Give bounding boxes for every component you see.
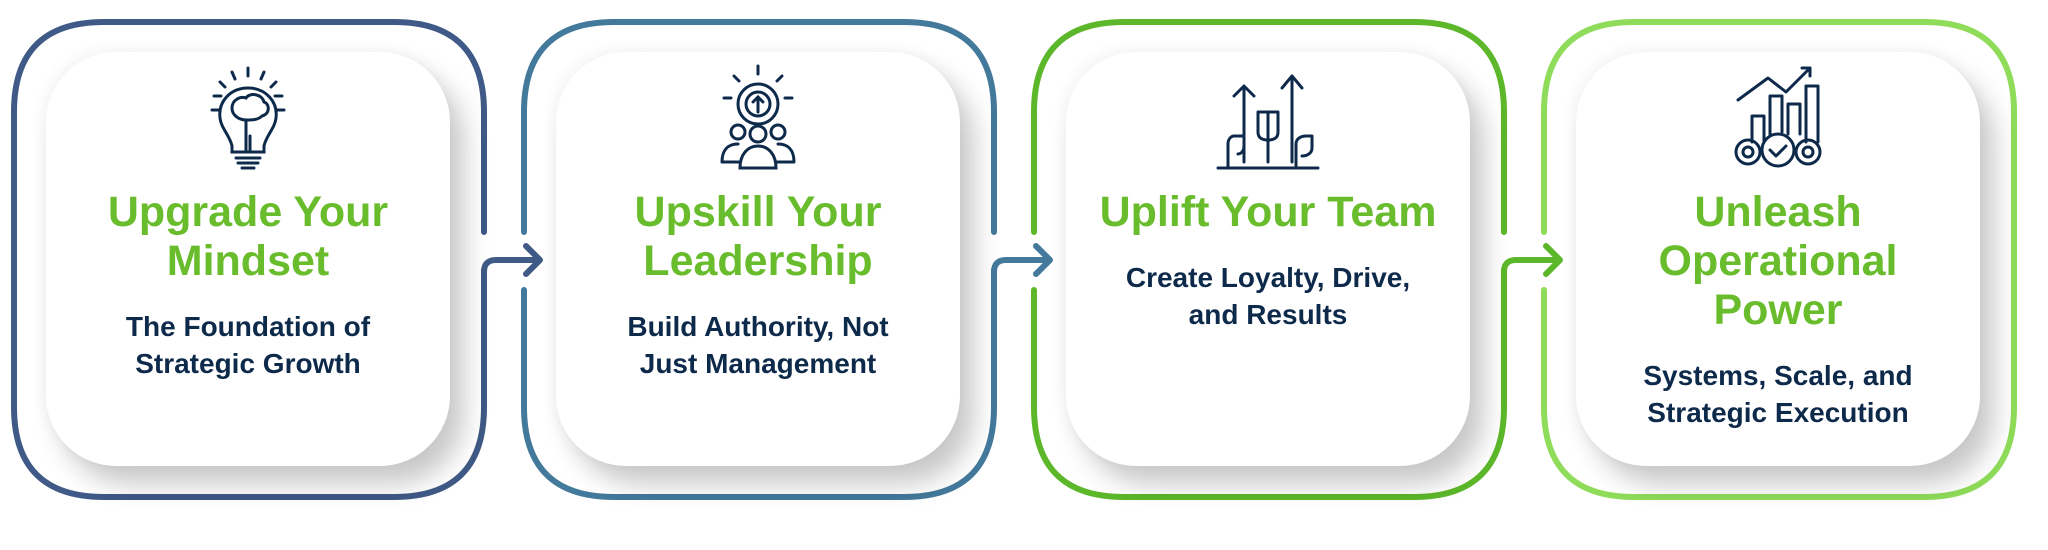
step-subtitle: The Foundation of Strategic Growth: [125, 311, 371, 379]
lightbulb-brain-icon: [210, 66, 286, 170]
step-card-4: Unleash Operational Power Systems, Scale…: [1576, 52, 1980, 466]
step-frame-4: [1541, 19, 2017, 500]
step-subtitle: Build Authority, Not Just Management: [627, 311, 889, 379]
step-frame-1: [11, 19, 487, 500]
step-frame-2: [521, 19, 997, 500]
step-subtitle: Create Loyalty, Drive, and Results: [1125, 262, 1411, 330]
step-card-2: Upskill Your Leadership Build Authority,…: [556, 52, 960, 466]
step-frame-3: [1031, 19, 1507, 500]
step-subtitle: Systems, Scale, and Strategic Execution: [1643, 360, 1913, 428]
growth-chart-gears-icon: [1734, 66, 1822, 168]
connector-arrow-icon: [991, 243, 1053, 277]
connector-arrow-icon: [1501, 243, 1563, 277]
step-card-1: Upgrade Your Mindset The Foundation of S…: [46, 52, 450, 466]
step-title: Upgrade Your Mindset: [107, 188, 389, 285]
team-gear-icon: [720, 64, 796, 170]
step-title: Upskill Your Leadership: [634, 188, 882, 285]
step-title: Uplift Your Team: [1099, 188, 1437, 236]
step-card-3: Uplift Your Team Create Loyalty, Drive, …: [1066, 52, 1470, 466]
step-title: Unleash Operational Power: [1658, 188, 1898, 334]
raised-fists-arrows-icon: [1216, 74, 1320, 170]
connector-arrow-icon: [481, 243, 543, 277]
